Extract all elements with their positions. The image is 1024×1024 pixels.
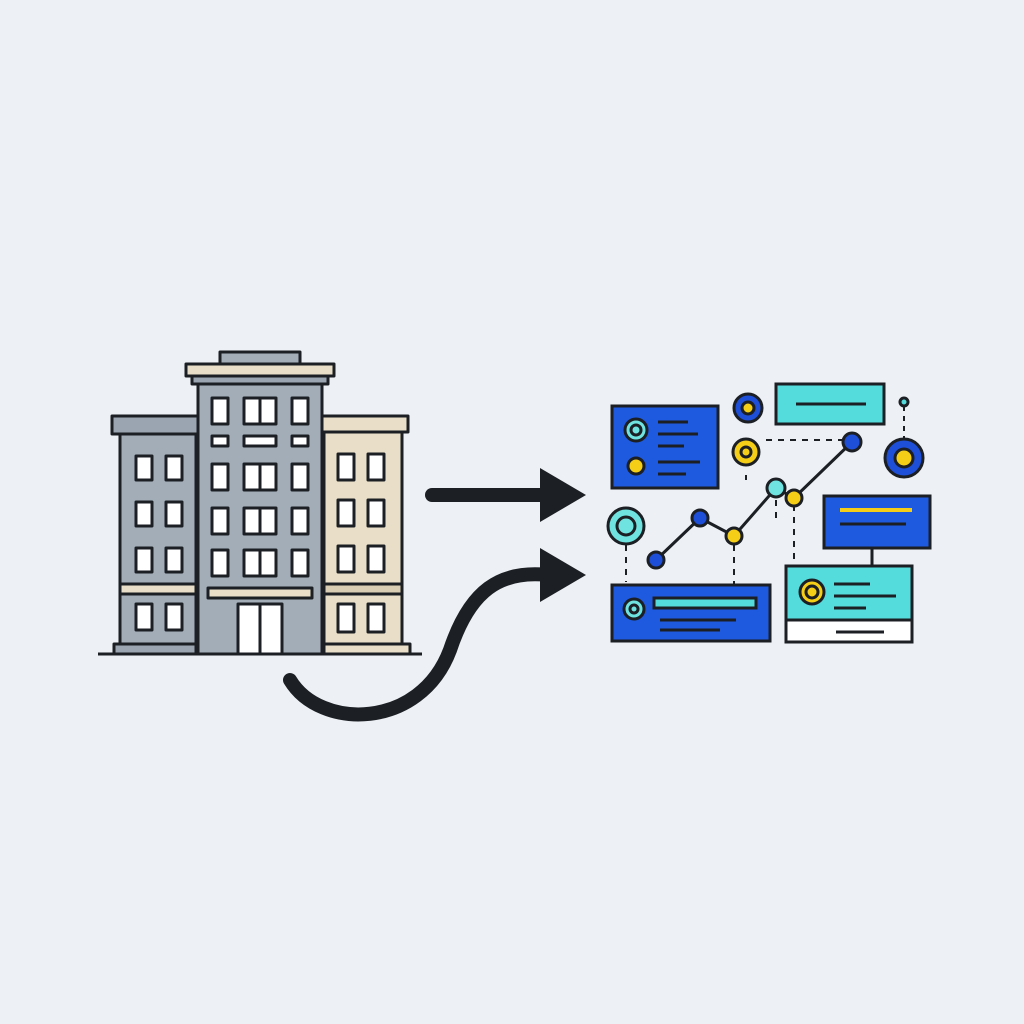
network-nodes	[606, 392, 925, 570]
trend-line	[654, 440, 854, 562]
building-left-wing	[110, 414, 200, 656]
office-building-icon	[98, 350, 422, 656]
entrance-canopy	[206, 586, 314, 600]
arrow-straight-icon	[425, 468, 586, 522]
card-bottom-right	[784, 564, 914, 644]
card-top-left	[610, 404, 720, 490]
arrow-curved-icon	[283, 548, 586, 722]
card-top-cyan	[774, 382, 886, 426]
data-network-dashboard-icon	[606, 382, 932, 644]
card-bottom-left	[610, 583, 772, 643]
building-right-wing	[320, 414, 412, 656]
card-middle-right	[822, 494, 932, 566]
building-central-tower	[184, 350, 336, 656]
